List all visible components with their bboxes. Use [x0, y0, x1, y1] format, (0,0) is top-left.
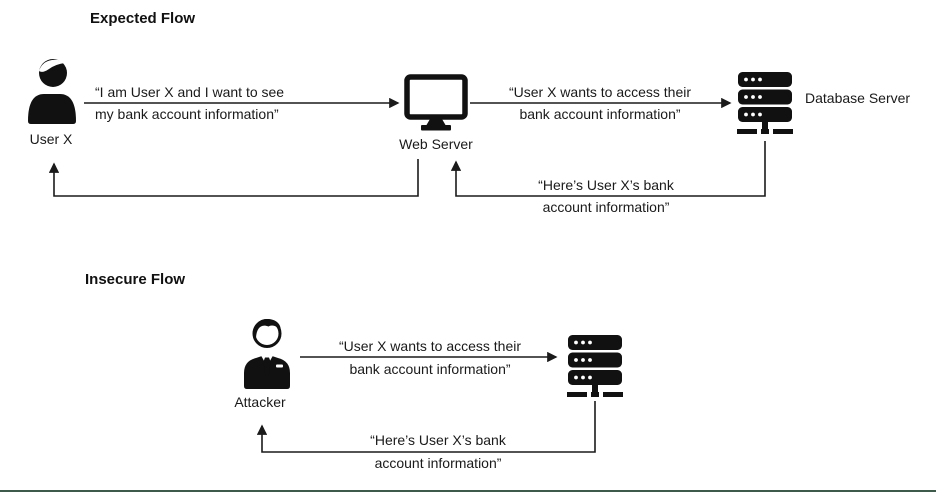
message-database-response: “Here’s User X’s bank account informatio… — [496, 174, 716, 218]
message-user-to-webserver-line1: “I am User X and I want to see — [95, 84, 285, 100]
attacker-label: Attacker — [234, 394, 286, 410]
expected-flow-title: Expected Flow — [90, 10, 196, 27]
message-user-to-webserver: “I am User X and I want to see my bank a… — [95, 81, 284, 125]
message-database-response-attacker-line2: account information” — [374, 455, 502, 471]
message-attacker-to-database-line2: bank account information” — [349, 361, 511, 377]
message-database-response-attacker: “Here’s User X’s bank account informatio… — [328, 429, 548, 475]
message-database-response-line2: account information” — [542, 199, 670, 215]
message-database-response-line1: “Here’s User X’s bank — [538, 177, 674, 193]
insecure-flow-title: Insecure Flow — [85, 271, 186, 288]
bottom-divider — [0, 490, 936, 492]
message-database-response-attacker-line1: “Here’s User X’s bank — [370, 432, 506, 448]
database-server-label: Database Server — [805, 90, 911, 106]
person-icon — [28, 58, 76, 124]
user-x-label: User X — [29, 131, 73, 147]
database-server-icon — [737, 71, 793, 137]
monitor-icon — [404, 74, 468, 131]
message-attacker-to-database: “User X wants to access their bank accou… — [320, 335, 540, 381]
web-server-label: Web Server — [399, 136, 473, 152]
message-webserver-to-database-line1: “User X wants to access their — [508, 84, 692, 100]
message-user-to-webserver-line2: my bank account information” — [95, 106, 279, 122]
person-suit-icon — [243, 317, 291, 389]
message-webserver-to-database: “User X wants to access their bank accou… — [490, 81, 710, 125]
message-webserver-to-database-line2: bank account information” — [519, 106, 681, 122]
message-attacker-to-database-line1: “User X wants to access their — [338, 338, 522, 354]
database-server-icon — [567, 334, 623, 400]
